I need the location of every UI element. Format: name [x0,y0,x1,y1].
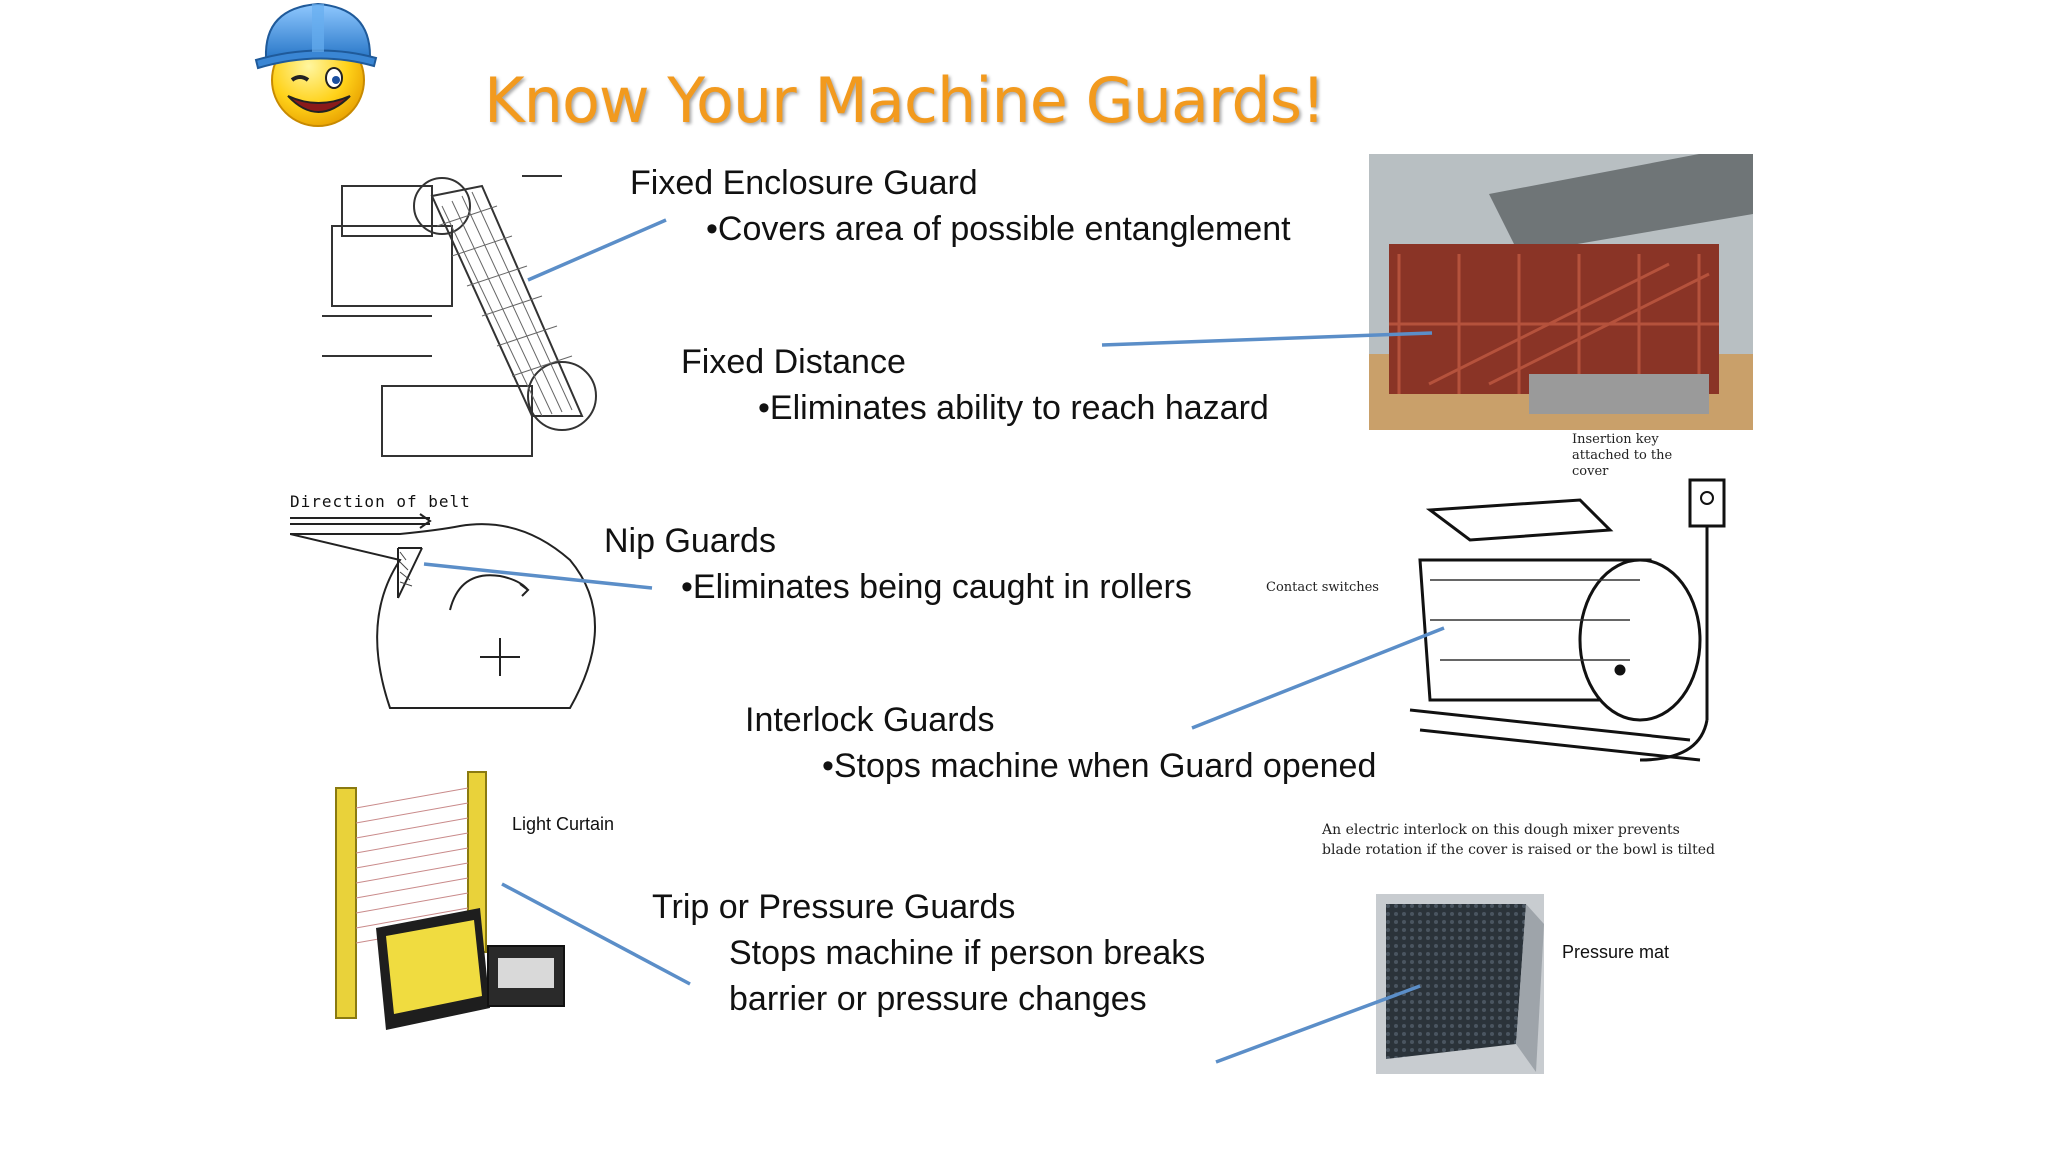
pressure-mat-photo [1376,894,1544,1074]
interlock-guards-detail: •Stops machine when Guard opened [822,747,1377,785]
nip-guards-detail: •Eliminates being caught in rollers [681,568,1192,606]
light-curtain-label: Light Curtain [512,814,615,834]
interlock-guards-heading: Interlock Guards [745,701,995,739]
insertion-key-label: Insertion key attached to the cover [1572,432,1673,479]
trip-pressure-heading: Trip or Pressure Guards [652,888,1016,926]
fixed-distance-photo [1369,154,1753,430]
belt-drive-illustration [322,166,622,462]
page-title: Know Your Machine Guards! [484,64,1326,137]
contact-switches-label: Contact switches [1266,580,1379,595]
enclosure-connector-line [527,218,667,282]
interlock-caption-line-2: blade rotation if the cover is raised or… [1322,842,1715,858]
nip-connector-line [423,562,653,590]
fixed-distance-heading: Fixed Distance [681,343,906,381]
interlock-connector-line [1191,626,1445,730]
pressure-mat-label: Pressure mat [1562,942,1670,962]
nip-guards-heading: Nip Guards [604,522,776,560]
pressure-mat-connector-line [1215,984,1421,1064]
light-curtain-illustration [330,768,580,1038]
dough-mixer-illustration [1390,470,1730,790]
direction-of-belt-label: Direction of belt [290,492,471,511]
smiley-hard-hat-icon [252,0,380,132]
fixed-enclosure-detail: •Covers area of possible entanglement [706,210,1291,248]
trip-pressure-detail-line-2: barrier or pressure changes [729,980,1147,1018]
trip-pressure-detail-line-1: Stops machine if person breaks [729,934,1206,972]
fixed-distance-connector-line [1101,331,1433,347]
interlock-caption-line-1: An electric interlock on this dough mixe… [1322,822,1680,838]
fixed-enclosure-heading: Fixed Enclosure Guard [630,164,978,202]
fixed-distance-detail: •Eliminates ability to reach hazard [758,389,1269,427]
light-curtain-connector-line [501,882,691,986]
nip-guard-illustration [289,490,620,710]
